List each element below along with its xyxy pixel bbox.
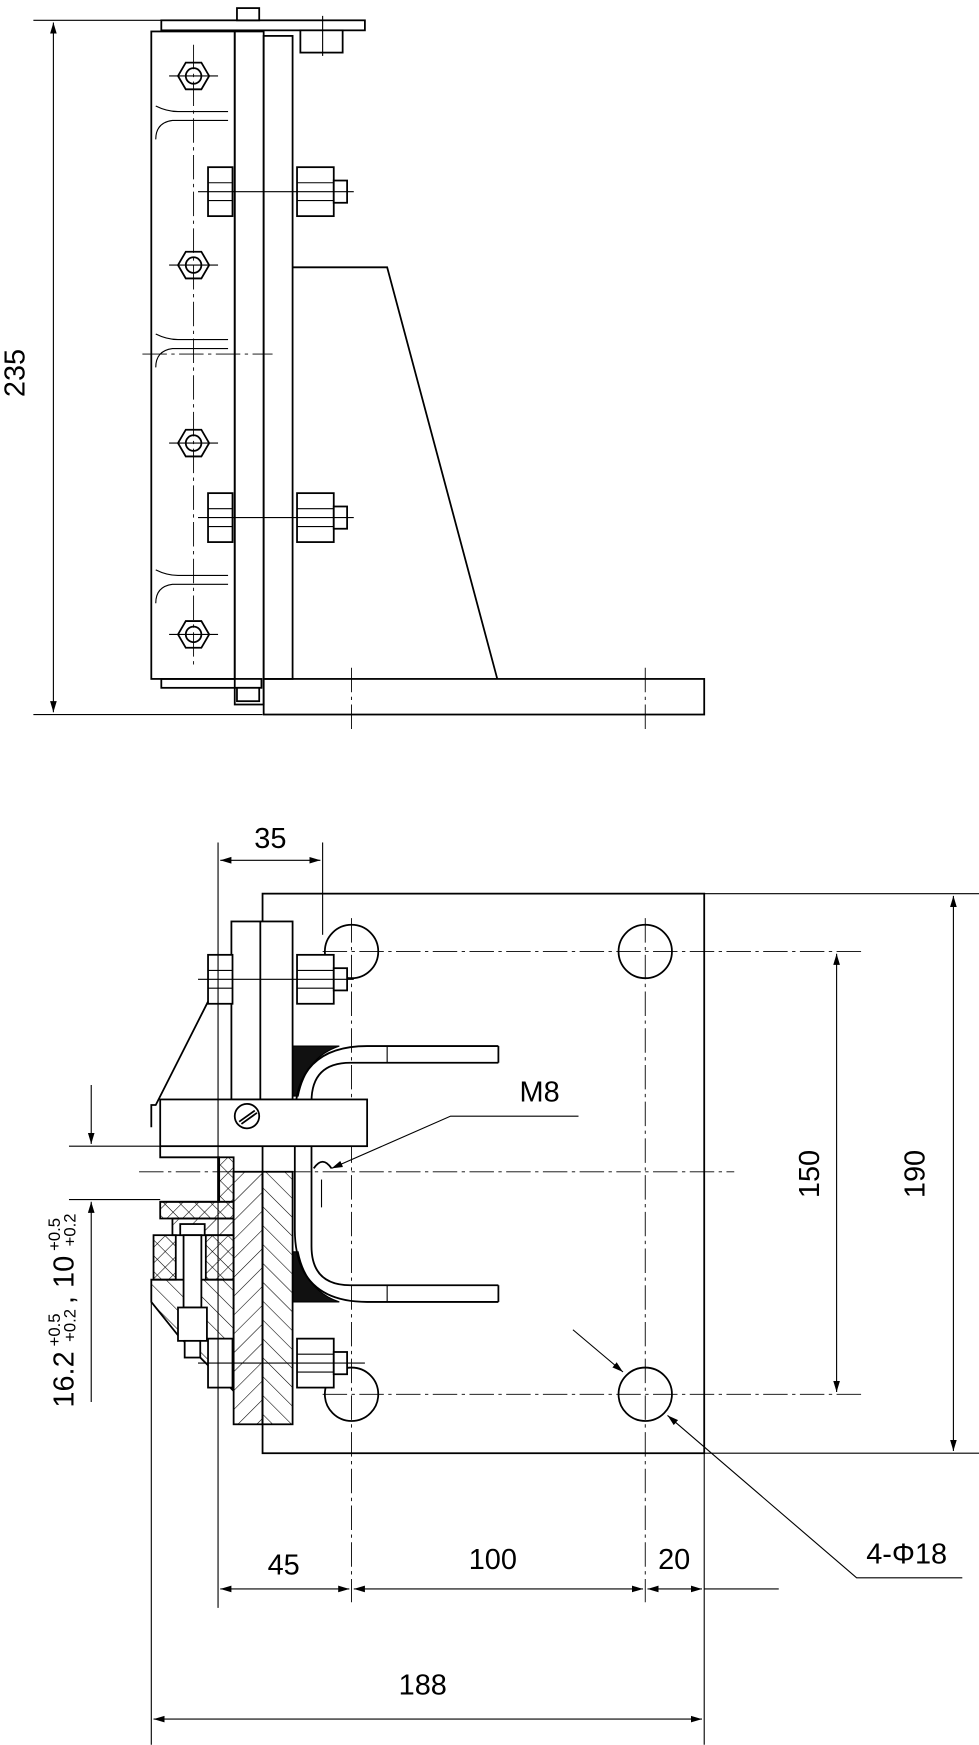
- notches: [142, 105, 273, 604]
- bolts: [198, 166, 354, 543]
- gap-sep: ,: [48, 1288, 80, 1304]
- dim-35: 35: [254, 823, 286, 855]
- dim-188: 188: [399, 1670, 447, 1702]
- gap-a: 16.2: [48, 1351, 80, 1407]
- gap-a-lower: +0.2: [61, 1309, 80, 1342]
- mounting-holes: [139, 918, 863, 1603]
- plan-view: 35 190 150 45 100 20 188 4-Φ18 M8: [44, 823, 979, 1745]
- dim-100: 100: [469, 1544, 517, 1576]
- side-view: 235: [0, 7, 706, 729]
- dim-150: 150: [794, 1150, 826, 1198]
- gap-b-upper: +0.5: [45, 1218, 64, 1251]
- u-clip: [292, 1045, 500, 1303]
- gap-b-lower: +0.2: [61, 1213, 80, 1246]
- hex-nuts: [169, 61, 219, 649]
- bolts: [198, 953, 365, 1389]
- hole-callout: 4-Φ18: [866, 1538, 947, 1570]
- dim-45: 45: [268, 1549, 300, 1581]
- bracket: [150, 920, 369, 1426]
- gap-b: 10: [48, 1256, 80, 1288]
- gap-a-upper: +0.5: [45, 1313, 64, 1346]
- dimensions: 35 190 150 45 100 20 188 4-Φ18 M8: [44, 823, 979, 1745]
- dim-190: 190: [899, 1150, 931, 1198]
- dim-235: 235: [0, 349, 31, 397]
- thread-callout: M8: [519, 1077, 559, 1109]
- gap-dimension: 16.2 +0.5 +0.2 , 10 +0.5 +0.2: [44, 1213, 80, 1408]
- dim-20: 20: [658, 1544, 690, 1576]
